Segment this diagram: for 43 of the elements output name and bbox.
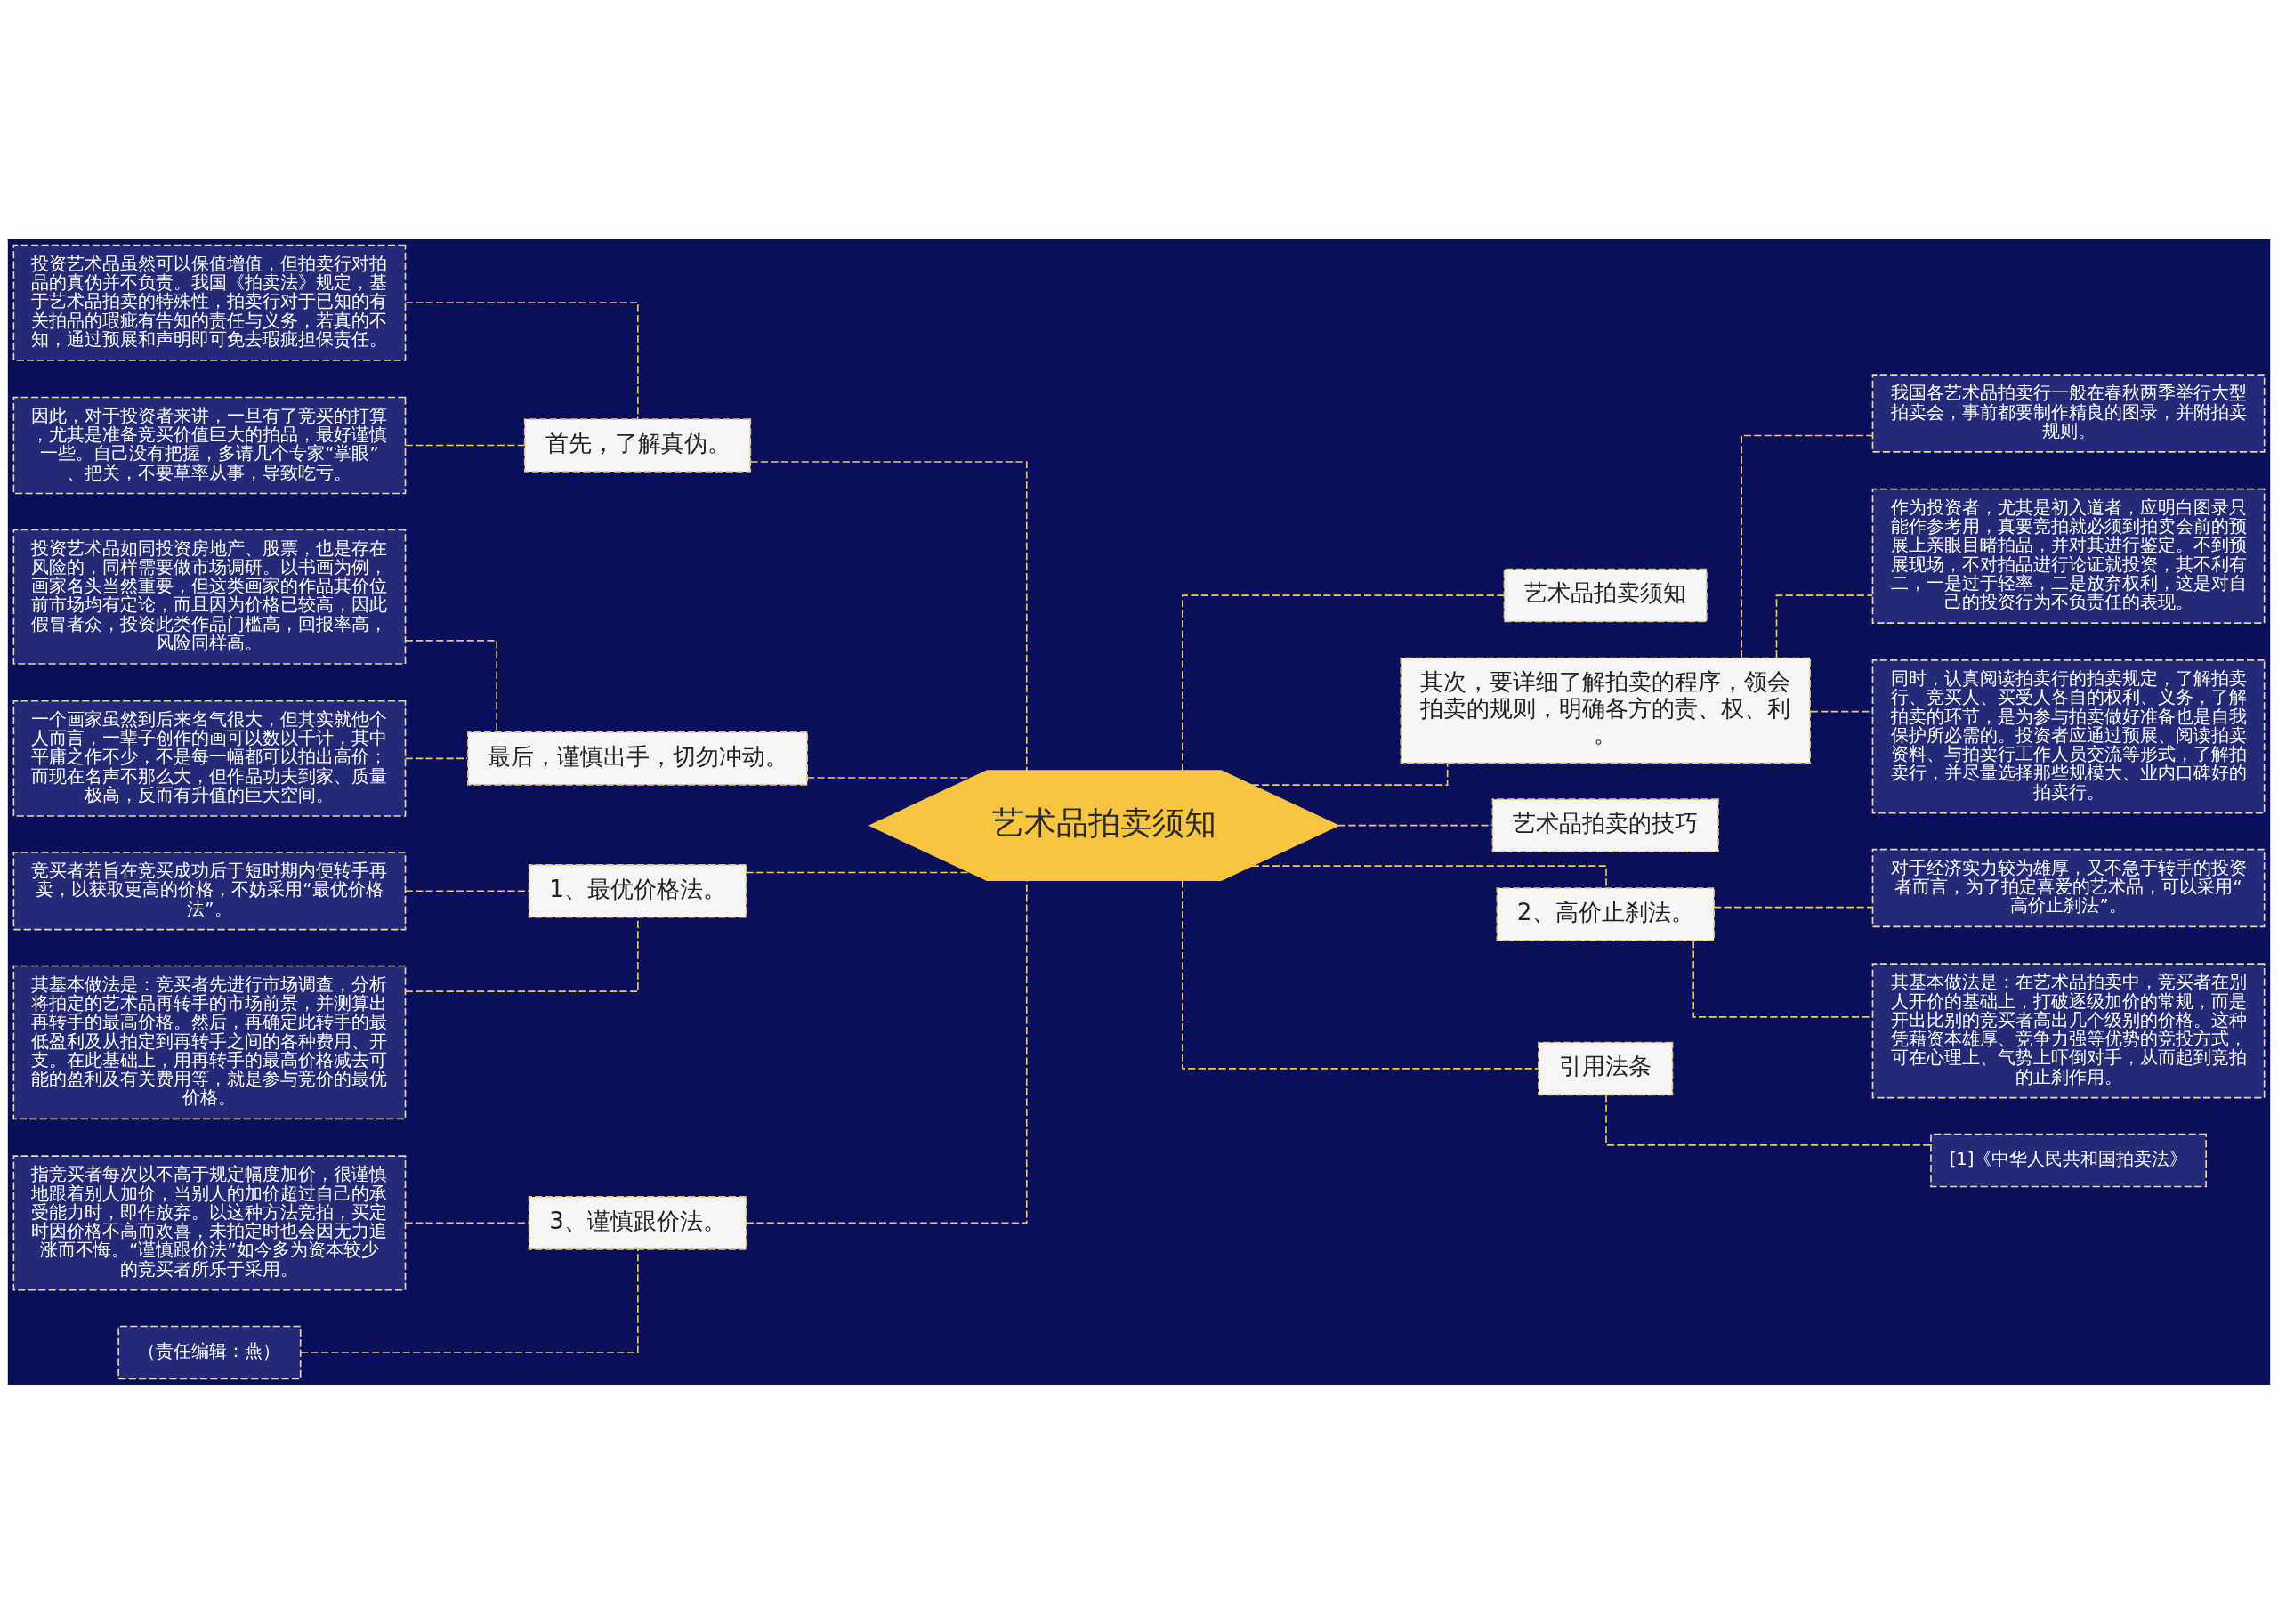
- node-box: 艺术品拍卖须知: [1503, 568, 1708, 623]
- connector: [404, 1222, 530, 1224]
- connector: [404, 890, 530, 893]
- node-box: 其基本做法是：在艺术品拍卖中，竞买者在别人开价的基础上，打破逐级加价的常规，而是开出比别的竞买者高出几个级别的价格。这种凭藉资本雄厚、竞争力强等优势的竞投方式，可在心理上、气势上吓倒对手，从而起到竞拍的止刹作用。: [1871, 963, 2266, 1099]
- node-box: 因此，对于投资者来讲，一旦有了竞买的打算，尤其是准备竞买价值巨大的拍品，最好谨慎一些。自己没有把握，多请几个专家“掌眼”、把关，不要草率从事，导致吃亏。: [12, 396, 407, 495]
- connector: [1182, 594, 1506, 772]
- connector: [404, 444, 525, 447]
- connector: [806, 777, 973, 779]
- node-box: 首先，了解真伪。: [523, 418, 752, 473]
- node-box: 我国各艺术品拍卖行一般在春秋两季举行大型拍卖会，事前都要制作精良的图录，并附拍卖规则。: [1871, 374, 2266, 453]
- connector: [1251, 865, 1607, 889]
- connector: [1605, 1094, 1932, 1146]
- node-box: 其次，要详细了解拍卖的程序，领会拍卖的规则，明确各方的责、权、利。: [1400, 657, 1811, 764]
- connector: [300, 1248, 639, 1353]
- connector: [1182, 879, 1539, 1070]
- connector: [1713, 906, 1874, 909]
- node-box: 2、高价止刹法。: [1496, 887, 1715, 941]
- node-box: 投资艺术品如同投资房地产、股票，也是存在风险的，同样需要做市场调研。以书画为例，画家名头当然重要，但这类画家的作品其价位前市场均有定论，而且因为价格已较高，因此假冒者众，投资此类作品门槛高，回报率高，风险同样高。: [12, 529, 407, 665]
- connector: [745, 871, 971, 874]
- connector: [404, 302, 639, 420]
- node-box: 1、最优价格法。: [528, 864, 747, 918]
- connector: [404, 757, 469, 760]
- connector: [746, 879, 1028, 1224]
- node-box: 最后，谨慎出手，切勿冲动。: [467, 731, 808, 786]
- connector: [404, 917, 639, 992]
- node-box: （责任编辑：燕）: [117, 1325, 302, 1380]
- node-box: 对于经济实力较为雄厚，又不急于转手的投资者而言，为了拍定喜爱的艺术品，可以采用“高价止刹法”。: [1871, 848, 2266, 928]
- connector: [1741, 434, 1873, 658]
- node-box: 指竞买者每次以不高于规定幅度加价，很谨慎地跟着别人加价，当别人的加价超过自己的承受能力时，即作放弃。以这种方法竞拍，买定时因价格不高而欢喜，未拍定时也会因无力追涨而不悔。“谨慎跟价法”如今多为资本较少的竞买者所乐于采用。: [12, 1155, 407, 1291]
- node-box: 一个画家虽然到后来名气很大，但其实就他个人而言，一辈子创作的画可以数以千计，其中平庸之作不少，不是每一幅都可以拍出高价；而现在名声不那么大，但作品功夫到家、质量极高，反而有升值的巨大空间。: [12, 699, 407, 817]
- connector: [1809, 710, 1874, 713]
- node-box: 引用法条: [1538, 1041, 1674, 1096]
- node-box: 投资艺术品虽然可以保值增值，但拍卖行对拍品的真伪并不负责。我国《拍卖法》规定，基于艺术品拍卖的特殊性，拍卖行对于已知的有关拍品的瑕疵有告知的责任与义务，若真的不知，通过预展和声明即可免去瑕疵担保责任。: [12, 244, 407, 361]
- node-box: 同时，认真阅读拍卖行的拍卖规定，了解拍卖行、竞买人、买受人各自的权利、义务，了解拍卖的环节，是为参与拍卖做好准备也是自我保护所必需的。投资者应通过预展、阅读拍卖资料、与拍卖行工作人员交流等形式，了解拍卖行，并尽量选择那些规模大、业内口碑好的拍卖行。: [1871, 659, 2266, 814]
- node-box: 3、谨慎跟价法。: [528, 1196, 747, 1250]
- node-box: 其基本做法是：竞买者先进行市场调查，分析将拍定的艺术品再转手的市场前景，并测算出再转手的最高价格。然后，再确定此转手的最低盈利及从拍定到再转手之间的各种费用、开支。在此基础上，用再转手的最高价格减去可能的盈利及有关费用等，就是参与竞价的最优价格。: [12, 965, 407, 1120]
- connector: [749, 461, 1028, 772]
- connector: [1775, 594, 1874, 658]
- node-box: 艺术品拍卖的技巧: [1491, 798, 1719, 852]
- node-box: [1]《中华人民共和国拍卖法》: [1930, 1133, 2208, 1188]
- node-box: 作为投资者，尤其是初入道者，应明白图录只能作参考用，真要竞拍就必须到拍卖会前的预展上亲眼目睹拍品，并对其进行鉴定。不到预展现场，不对拍品进行论证就投资，其不利有二，一是过于轻率，二是放弃权利，这是对自己的投资行为不负责任的表现。: [1871, 488, 2266, 624]
- connector: [1337, 824, 1493, 827]
- node-box: 竞买者若旨在竞买成功后于短时期内便转手再卖，以获取更高的价格，不妨采用“最优价格法”。: [12, 852, 407, 931]
